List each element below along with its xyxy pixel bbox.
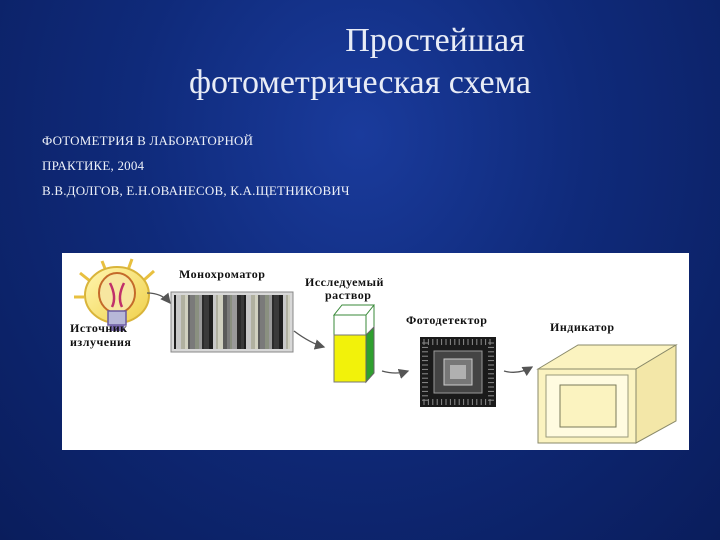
monochromator-stripe [218,295,223,349]
monochromator-stripe [174,295,176,349]
monochromator-stripe [265,295,269,349]
monochromator-stripe [241,295,244,349]
indicator-label: Индикатор [550,320,615,334]
monochromator-stripe [195,295,199,349]
reference-line-3: В.В.ДОЛГОВ, Е.Н.ОВАНЕСОВ, К.А.ЩЕТНИКОВИЧ [42,183,350,198]
reference-line-2: ПРАКТИКЕ, 2004 [42,158,145,173]
monochromator-stripe [272,295,274,349]
reference-line-1: ФОТОМЕТРИЯ В ЛАБОРАТОРНОЙ [42,133,254,148]
monochromator-stripe [283,295,286,349]
arrow-icon [146,292,534,379]
title-line-1: Простейшая [345,22,525,59]
monochromator-stripe [258,295,260,349]
monochromator-stripe [251,295,255,349]
slide-title: Простейшая фотометрическая схема [0,20,720,104]
monochromator-stripe [199,295,202,349]
monitor-icon [536,344,678,444]
monochromator-stripe [216,295,218,349]
cuvette [332,304,376,384]
monochromator-stripe [188,295,190,349]
monochromator-stripe [255,295,258,349]
monochromator-stripe [227,295,230,349]
monochromator-stripe [260,295,265,349]
monochromator-stripe [176,295,181,349]
monochromator-stripe [202,295,204,349]
lightbulb-icon [74,258,156,331]
monochromator-stripe [213,295,216,349]
diagram-svg [74,258,678,444]
monochromator-stripe [286,295,288,349]
monochromator-stripe [232,295,237,349]
monochromator-stripe [274,295,279,349]
solution-label-1: Исследуемый [305,275,384,289]
monochromator-stripe [246,295,251,349]
monochromator [170,291,294,353]
monochromator-stripe [269,295,272,349]
monochromator-stripe [190,295,195,349]
source-label-2: излучения [70,335,132,349]
monochromator-stripe [288,295,290,349]
monochromator-stripe [237,295,241,349]
monochromator-stripe [181,295,185,349]
monochromator-stripe [209,295,213,349]
solution-label-2: раствор [325,288,372,302]
chip-icon [420,337,496,407]
source-label-1: Источник [70,321,128,335]
monochromator-stripe [279,295,283,349]
monochromator-label: Монохроматор [179,267,266,281]
monochromator-stripe [230,295,232,349]
monochromator-stripe [185,295,188,349]
diagram-panel: Источник излучения Монохроматор Исследуе… [62,253,689,450]
monochromator-stripe [223,295,227,349]
title-line-2: фотометрическая схема [188,64,532,101]
monochromator-stripe [244,295,246,349]
monochromator-stripe [204,295,209,349]
photodetector-label: Фотодетектор [406,313,488,327]
